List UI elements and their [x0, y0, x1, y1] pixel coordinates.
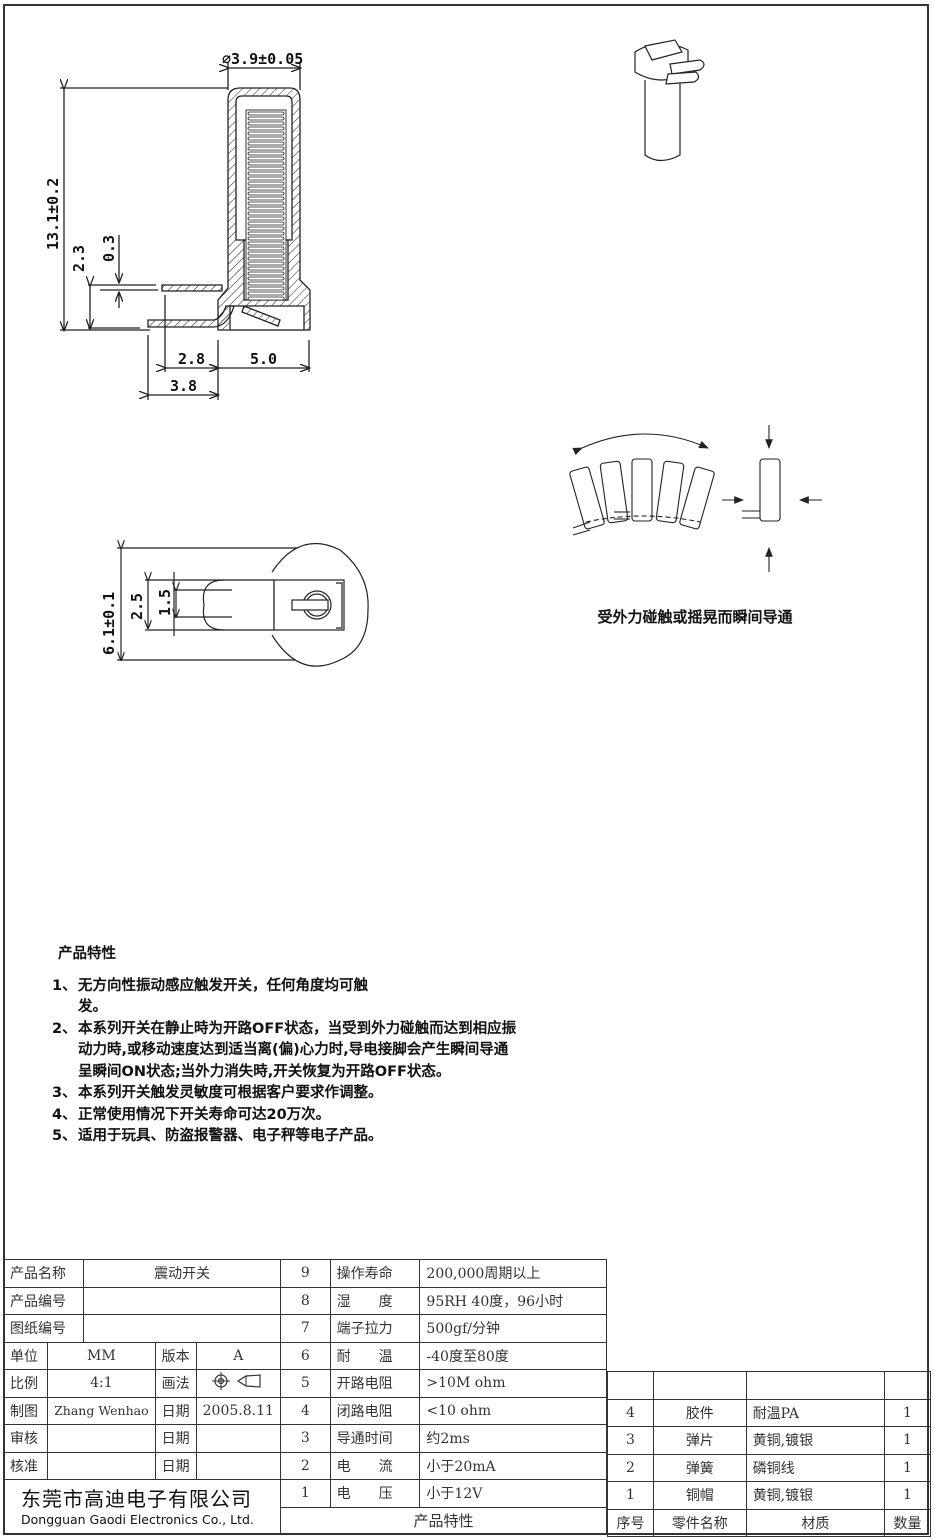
drawing-no	[83, 1314, 281, 1343]
motion-diagram	[569, 425, 822, 572]
dim-pin-height: 2.3	[70, 245, 88, 272]
checked-by	[47, 1424, 156, 1453]
label-version: 版本	[154, 1341, 197, 1370]
specs-footer: 产品特性	[280, 1506, 607, 1535]
approved-by	[47, 1451, 156, 1480]
section-view	[60, 62, 311, 400]
label-product-name: 产品名称	[2, 1259, 85, 1288]
version: A	[195, 1341, 281, 1370]
feature-item: 4、正常使用情况下开关寿命可达20万次。	[52, 1106, 331, 1123]
dim-pin-thickness: 0.3	[100, 235, 118, 262]
scale: 4:1	[47, 1369, 156, 1398]
first-angle-projection-icon	[212, 1372, 261, 1391]
label-scale: 比例	[2, 1369, 49, 1398]
checked-date	[195, 1424, 281, 1453]
dim-total-width: 6.1±0.1	[100, 592, 118, 655]
company-block: 东莞市高迪电子有限公司 Dongguan Gaodi Electronics C…	[5, 1486, 280, 1534]
product-no	[83, 1286, 281, 1315]
features-title: 产品特性	[58, 946, 116, 962]
label-approved: 核准	[2, 1451, 49, 1480]
dim-pin-offset: 2.8	[178, 350, 205, 368]
label-checked: 审核	[2, 1424, 49, 1453]
top-view	[117, 544, 369, 667]
section-view-dimensions: ⌀3.9±0.05 13.1±0.2 2.3 0.3 2.8 5.0 3.8	[44, 50, 303, 395]
product-name: 震动开关	[83, 1259, 281, 1288]
top-view-dimensions: 6.1±0.1 2.5 1.5	[100, 589, 174, 655]
company-name-cn: 东莞市高迪电子有限公司	[21, 1487, 252, 1511]
company-name-en: Dongguan Gaodi Electronics Co., Ltd.	[21, 1512, 254, 1527]
dim-tab-width: 2.5	[128, 593, 146, 620]
feature-item: 5、适用于玩具、防盗报警器、电子秤等电子产品。	[52, 1128, 383, 1144]
label-drawing-no: 图纸编号	[2, 1314, 85, 1343]
label-unit: 单位	[2, 1341, 49, 1370]
unit: MM	[47, 1341, 156, 1370]
dim-pin-length: 3.8	[170, 377, 197, 395]
product-features: 产品特性 1、无方向性振动感应触发开关，任何角度均可触发。 2、本系列开关在静止…	[52, 944, 552, 1148]
label-drawn: 制图	[2, 1396, 49, 1425]
label-date: 日期	[154, 1451, 197, 1480]
isometric-view	[634, 39, 705, 162]
parts-header: 序号零件名称材质数量	[607, 1508, 931, 1537]
dim-diameter: ⌀3.9±0.05	[222, 50, 303, 68]
approved-date	[195, 1451, 281, 1480]
feature-item: 3、本系列开关触发灵敏度可根据客户要求作调整。	[52, 1085, 383, 1101]
drawn-date: 2005.8.11	[195, 1396, 281, 1425]
feature-item: 1、无方向性振动感应触发开关，任何角度均可触发。	[52, 977, 368, 1016]
dim-slot-width: 1.5	[156, 589, 174, 616]
company-cell	[3, 1479, 281, 1533]
dim-height: 13.1±0.2	[44, 178, 62, 250]
label-projection: 画法	[154, 1369, 197, 1398]
motion-caption: 受外力碰触或摇晃而瞬间导通	[597, 608, 793, 626]
label-date: 日期	[154, 1396, 197, 1425]
feature-item: 2、本系列开关在静止時为开路OFF状态，当受到外力碰触而达到相应振动力時,或移动…	[52, 1020, 517, 1080]
label-product-no: 产品编号	[2, 1286, 85, 1315]
drawn-by: Zhang Wenhao	[47, 1396, 156, 1425]
dim-body-width: 5.0	[250, 350, 277, 368]
label-date: 日期	[154, 1424, 197, 1453]
projection-symbol	[195, 1369, 281, 1398]
